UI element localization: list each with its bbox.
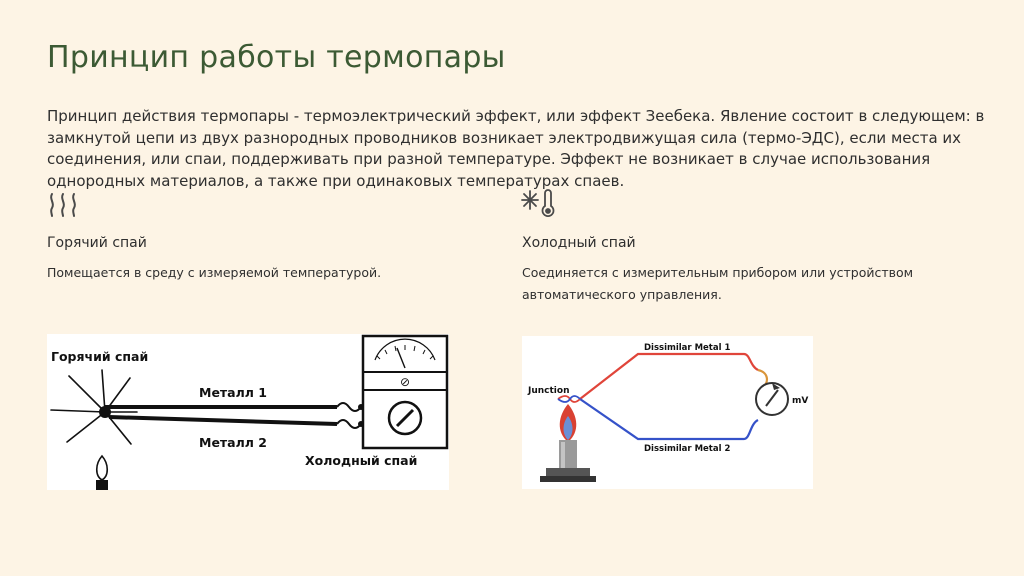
hot-junction-title: Горячий спай — [47, 235, 147, 251]
hot-junction-label: Горячий спай — [51, 349, 148, 364]
metal-2-label: Металл 2 — [199, 435, 267, 450]
intro-paragraph: Принцип действия термопары - термоэлектр… — [47, 107, 985, 190]
dissimilar-metal-2-label: Dissimilar Metal 2 — [644, 444, 730, 454]
slide-title: Принцип работы термопары — [47, 40, 506, 75]
cold-junction-text: Соединяется с измерительным прибором или… — [522, 265, 914, 302]
junction-label: Junction — [527, 386, 569, 396]
snowflake-thermometer-icon — [521, 189, 555, 217]
hot-junction-text: Помещается в среду с измеряемой температ… — [47, 265, 382, 280]
cold-junction-label: Холодный спай — [305, 453, 417, 468]
thermocouple-diagram-ru: ⊘ Горячий спай Металл 1 Металл 2 Холодны… — [47, 334, 449, 490]
heat-waves-icon — [50, 193, 76, 217]
metal-1-label: Металл 1 — [199, 385, 267, 400]
cold-junction-title: Холодный спай — [522, 235, 636, 251]
dissimilar-metal-1-label: Dissimilar Metal 1 — [644, 343, 730, 353]
millivolt-label: mV — [792, 396, 808, 406]
thermocouple-diagram-en: Junction Dissimilar Metal 1 Dissimilar M… — [522, 336, 813, 489]
meter-symbol: ⊘ — [400, 375, 410, 389]
